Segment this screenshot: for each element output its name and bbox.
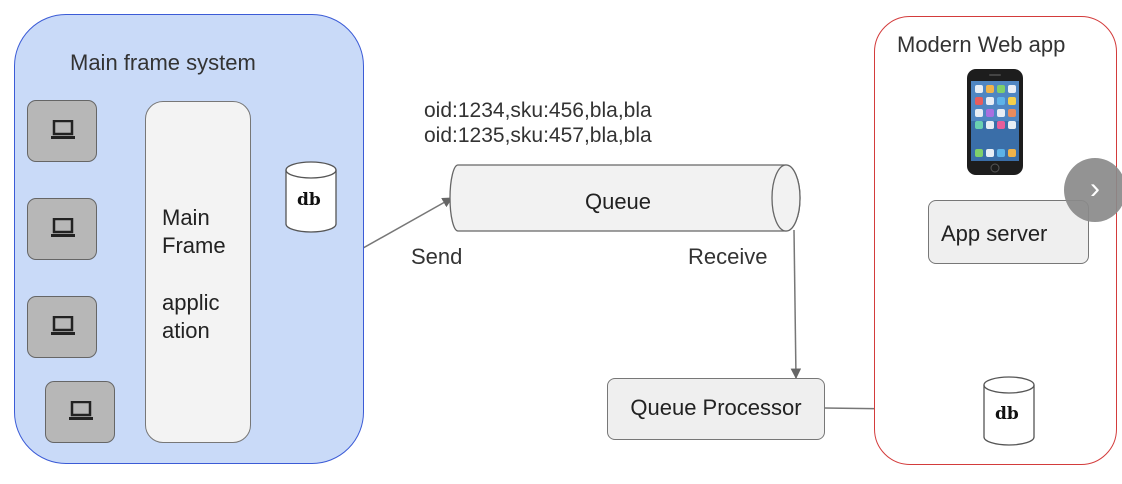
- chevron-right-icon: ›: [1090, 172, 1100, 205]
- app-server-label: App server: [941, 221, 1048, 246]
- modern-web-app-title: Modern Web app: [897, 32, 1066, 57]
- terminal-node: [45, 381, 115, 443]
- mainframe-app-line: Frame: [162, 233, 226, 258]
- terminal-node: [27, 296, 97, 358]
- smartphone-icon: [967, 69, 1023, 175]
- receive-label: Receive: [688, 244, 768, 269]
- laptop-icon: [69, 401, 93, 420]
- mainframe-app-line: Main: [162, 205, 210, 230]
- mainframe-app-line: applic: [162, 290, 220, 315]
- mainframe-application-box: [145, 101, 251, 443]
- queue-pipe: [449, 164, 801, 232]
- queue-label: Queue: [584, 189, 652, 214]
- queue-message-line: oid:1234,sku:456,bla,bla: [424, 99, 652, 122]
- laptop-icon: [51, 218, 75, 237]
- mainframe-db-label: db: [297, 190, 321, 210]
- next-slide-button[interactable]: ›: [1064, 158, 1122, 222]
- webapp-db-label: db: [995, 404, 1019, 424]
- mainframe-db-cylinder: [285, 161, 337, 233]
- send-label: Send: [411, 244, 463, 269]
- queue-message-line: oid:1235,sku:457,bla,bla: [424, 124, 652, 147]
- mainframe-app-line: ation: [162, 318, 210, 343]
- terminal-node: [27, 198, 97, 260]
- mainframe-system-title: Main frame system: [70, 50, 256, 75]
- app-server-box: App server: [928, 200, 1089, 264]
- terminal-node: [27, 100, 97, 162]
- laptop-icon: [51, 120, 75, 139]
- queue-processor-label: Queue Processor: [630, 395, 802, 420]
- queue-processor-box: Queue Processor: [607, 378, 825, 440]
- laptop-icon: [51, 316, 75, 335]
- webapp-db-cylinder: [983, 376, 1035, 446]
- receive-arrow: [790, 229, 802, 380]
